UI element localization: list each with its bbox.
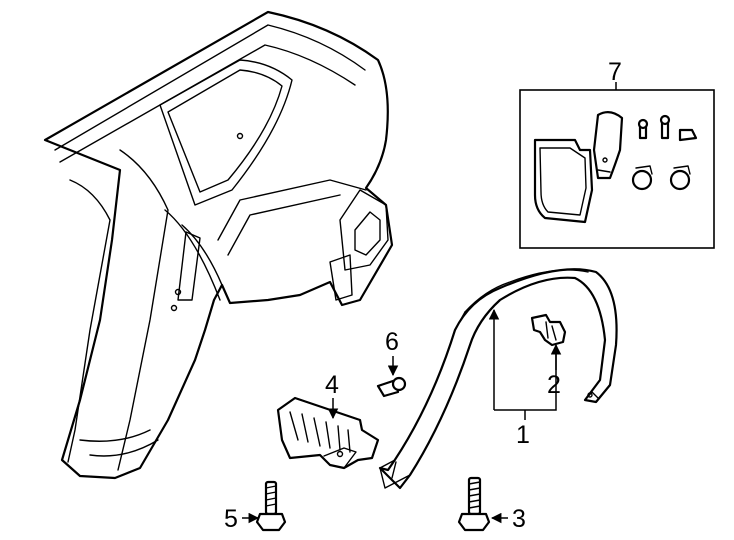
screw-6	[376, 376, 407, 398]
callout-3: 3	[512, 505, 526, 533]
wheel-opening-molding	[378, 268, 618, 490]
mud-flap-kit	[519, 89, 715, 249]
callout-5: 5	[224, 505, 238, 533]
quarter-panel	[43, 10, 394, 480]
bolt-5	[255, 480, 287, 532]
callout-1: 1	[516, 421, 530, 449]
callout-7: 7	[608, 58, 622, 86]
callout-4: 4	[325, 371, 339, 399]
molding-clip	[530, 313, 567, 347]
callout-6: 6	[385, 328, 399, 356]
bolt-3	[457, 476, 491, 532]
bracket	[276, 396, 380, 470]
callout-2: 2	[547, 371, 561, 399]
leader-lines	[242, 82, 617, 524]
